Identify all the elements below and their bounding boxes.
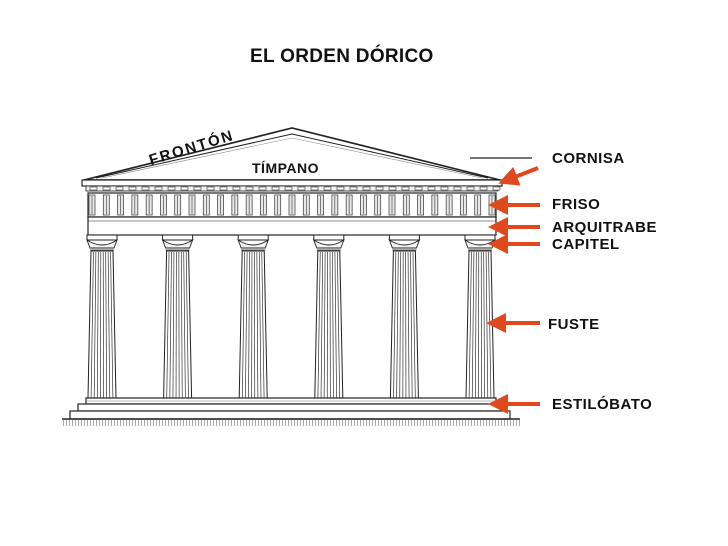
triglyph (317, 194, 324, 216)
triglyph (245, 194, 253, 216)
column (464, 234, 496, 399)
triglyph (402, 194, 410, 216)
triglyph (102, 194, 110, 216)
triglyph (217, 194, 224, 216)
triglyph (445, 194, 453, 216)
column (388, 234, 421, 399)
frieze (87, 192, 497, 218)
label-friso: FRISO (552, 196, 601, 213)
cornice (81, 179, 503, 192)
label-timpano: TÍMPANO (252, 160, 320, 176)
triglyph (160, 194, 167, 216)
columns (86, 234, 496, 399)
triglyph (417, 194, 424, 216)
label-capitel: CAPITEL (552, 236, 620, 253)
mutules (89, 186, 501, 191)
triglyph (202, 194, 210, 216)
triglyph (88, 194, 96, 216)
triglyph (302, 194, 310, 216)
column (86, 234, 118, 399)
label-fuste: FUSTE (548, 316, 600, 333)
triglyph (274, 194, 282, 216)
column (161, 234, 194, 399)
triglyph (231, 194, 239, 216)
architrave (87, 216, 497, 236)
label-arrows (486, 166, 540, 414)
triglyph (117, 194, 124, 216)
ground (62, 418, 520, 426)
triglyph (174, 194, 182, 216)
triglyph (360, 194, 367, 216)
stylobate (69, 397, 511, 420)
triglyphs (88, 194, 496, 216)
triglyph (288, 194, 296, 216)
label-cornisa: CORNISA (552, 150, 625, 167)
column (237, 234, 270, 399)
triglyph (131, 194, 139, 216)
label-arquitrabe: ARQUITRABE (552, 219, 657, 236)
label-estilobato: ESTILÓBATO (552, 396, 653, 413)
arrow-cornisa (498, 166, 539, 186)
triglyph (431, 194, 439, 216)
triglyph (388, 194, 396, 216)
triglyph (145, 194, 153, 216)
triglyph (331, 194, 339, 216)
triglyph (374, 194, 382, 216)
triglyph (345, 194, 353, 216)
column (312, 234, 345, 399)
triglyph (188, 194, 196, 216)
triglyph (260, 194, 267, 216)
triglyph (474, 194, 482, 216)
triglyph (460, 194, 467, 216)
diagram-title: EL ORDEN DÓRICO (250, 46, 434, 67)
